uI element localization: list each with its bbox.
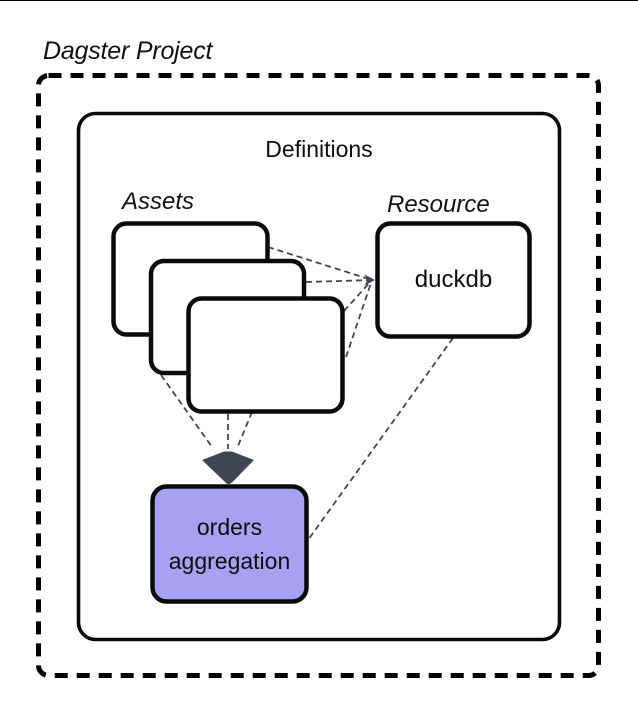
edge-asset3b-duckdb: [345, 279, 373, 358]
top-edge-line: [0, 0, 638, 1]
orders-aggregation-text: orders aggregation: [168, 514, 291, 574]
nodes-group: [111, 221, 532, 604]
asset-card-3: [186, 296, 345, 414]
duckdb-node-text: duckdb: [414, 266, 493, 293]
edges-group: [160, 246, 454, 541]
orders-aggregation-node-label: orders aggregation: [154, 486, 305, 602]
duckdb-resource-node: [375, 221, 532, 339]
edge-duckdb-orders: [307, 337, 454, 541]
duckdb-node-label: duckdb: [377, 223, 530, 337]
duckdb-edge-tip-icon: [364, 274, 375, 286]
orders-aggregation-node: [150, 484, 309, 604]
edge-asset3-orders: [237, 411, 253, 447]
assets-group-label: Assets: [122, 188, 195, 215]
resource-group-label: Resource: [387, 191, 490, 218]
edge-asset2-duckdb: [305, 279, 373, 283]
project-dashed-boundary: [36, 73, 601, 678]
definitions-label: Definitions: [265, 136, 373, 162]
arrowhead-icon: [202, 451, 254, 484]
diagram-title: Dagster Project: [43, 37, 213, 65]
edge-asset1-orders: [160, 374, 213, 448]
definitions-box: [76, 111, 562, 642]
edge-asset3-duckdb: [343, 279, 373, 312]
edge-asset1-duckdb: [267, 246, 373, 281]
